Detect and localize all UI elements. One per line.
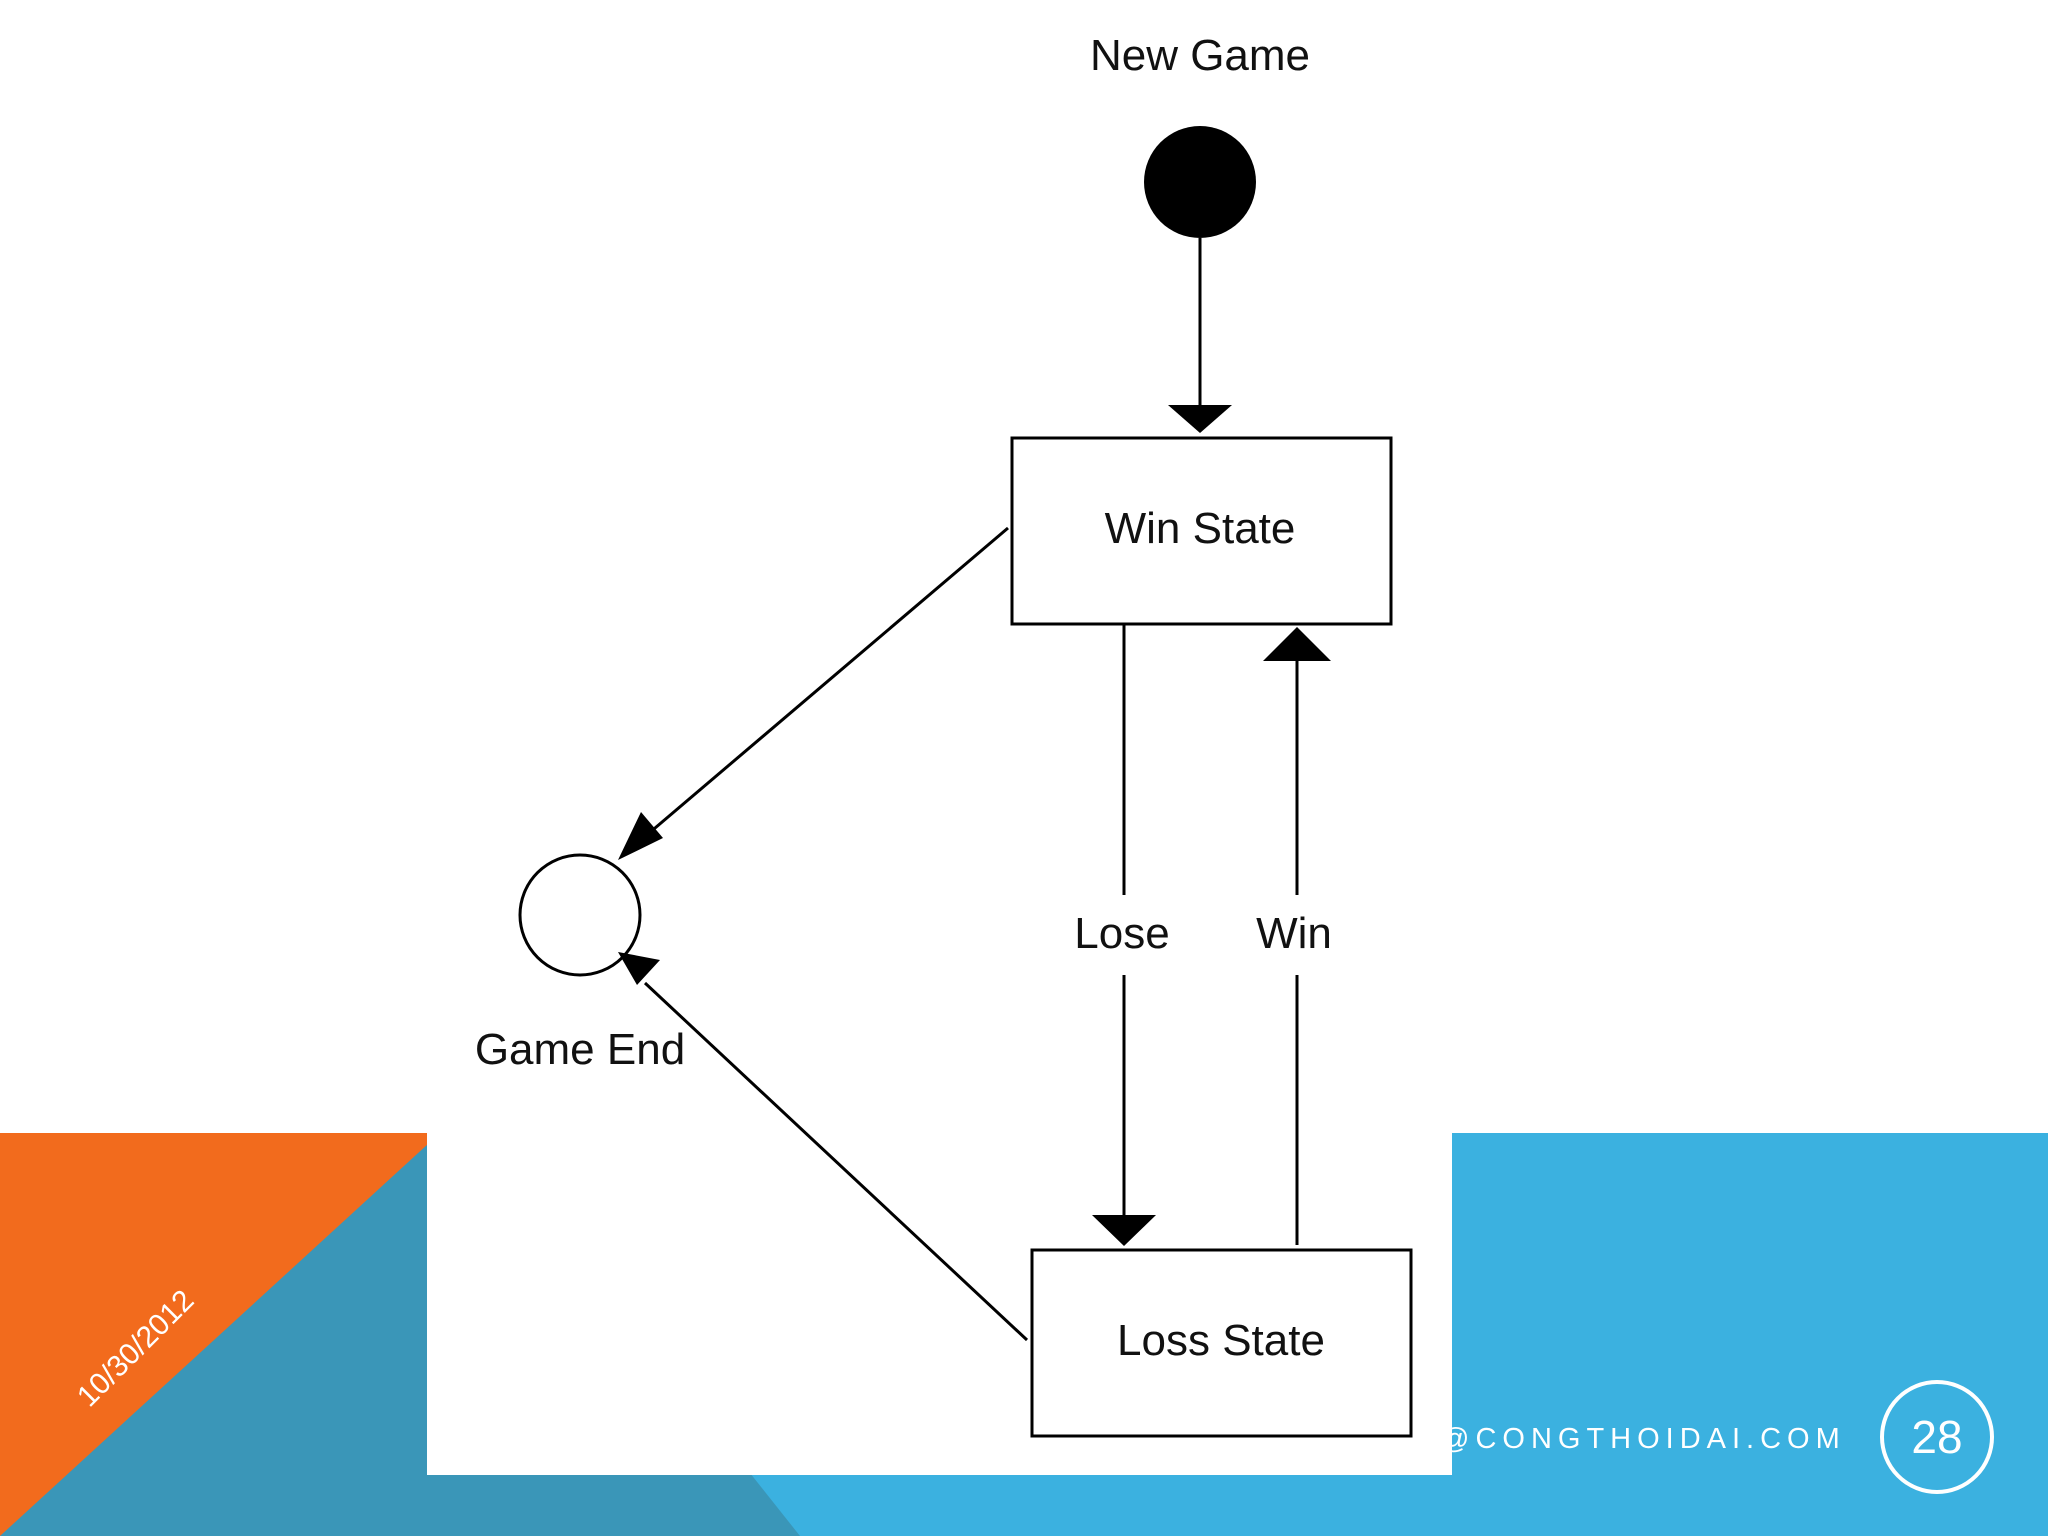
loss-to-end-arrowhead — [618, 952, 660, 985]
lose-transition-label: Lose — [1074, 909, 1169, 958]
footer-website: @CONGTHOIDAI.COM — [1440, 1423, 1846, 1455]
lose-transition-arrowhead — [1092, 1215, 1156, 1246]
win-to-end-line — [647, 526, 1009, 836]
loss-state-box — [1030, 1248, 1413, 1438]
loss-to-end-line — [643, 981, 1029, 1342]
start-transition-arrowhead — [1168, 405, 1232, 433]
page-number: 28 — [1911, 1411, 1963, 1463]
loss-state-label: Loss State — [1117, 1316, 1325, 1365]
initial-state-label: New Game — [1090, 31, 1310, 80]
orange-corner-triangle — [0, 1133, 440, 1536]
win-state-label: Win State — [1105, 504, 1296, 553]
page-number-badge: 28 — [1880, 1380, 1994, 1494]
final-state-node — [518, 853, 642, 977]
win-state-box — [1010, 436, 1393, 626]
win-to-end-arrowhead — [618, 812, 663, 860]
final-state-label: Game End — [475, 1025, 685, 1074]
initial-state-node — [1144, 126, 1256, 238]
win-transition-label: Win — [1256, 909, 1332, 958]
win-transition-arrowhead — [1263, 627, 1331, 661]
